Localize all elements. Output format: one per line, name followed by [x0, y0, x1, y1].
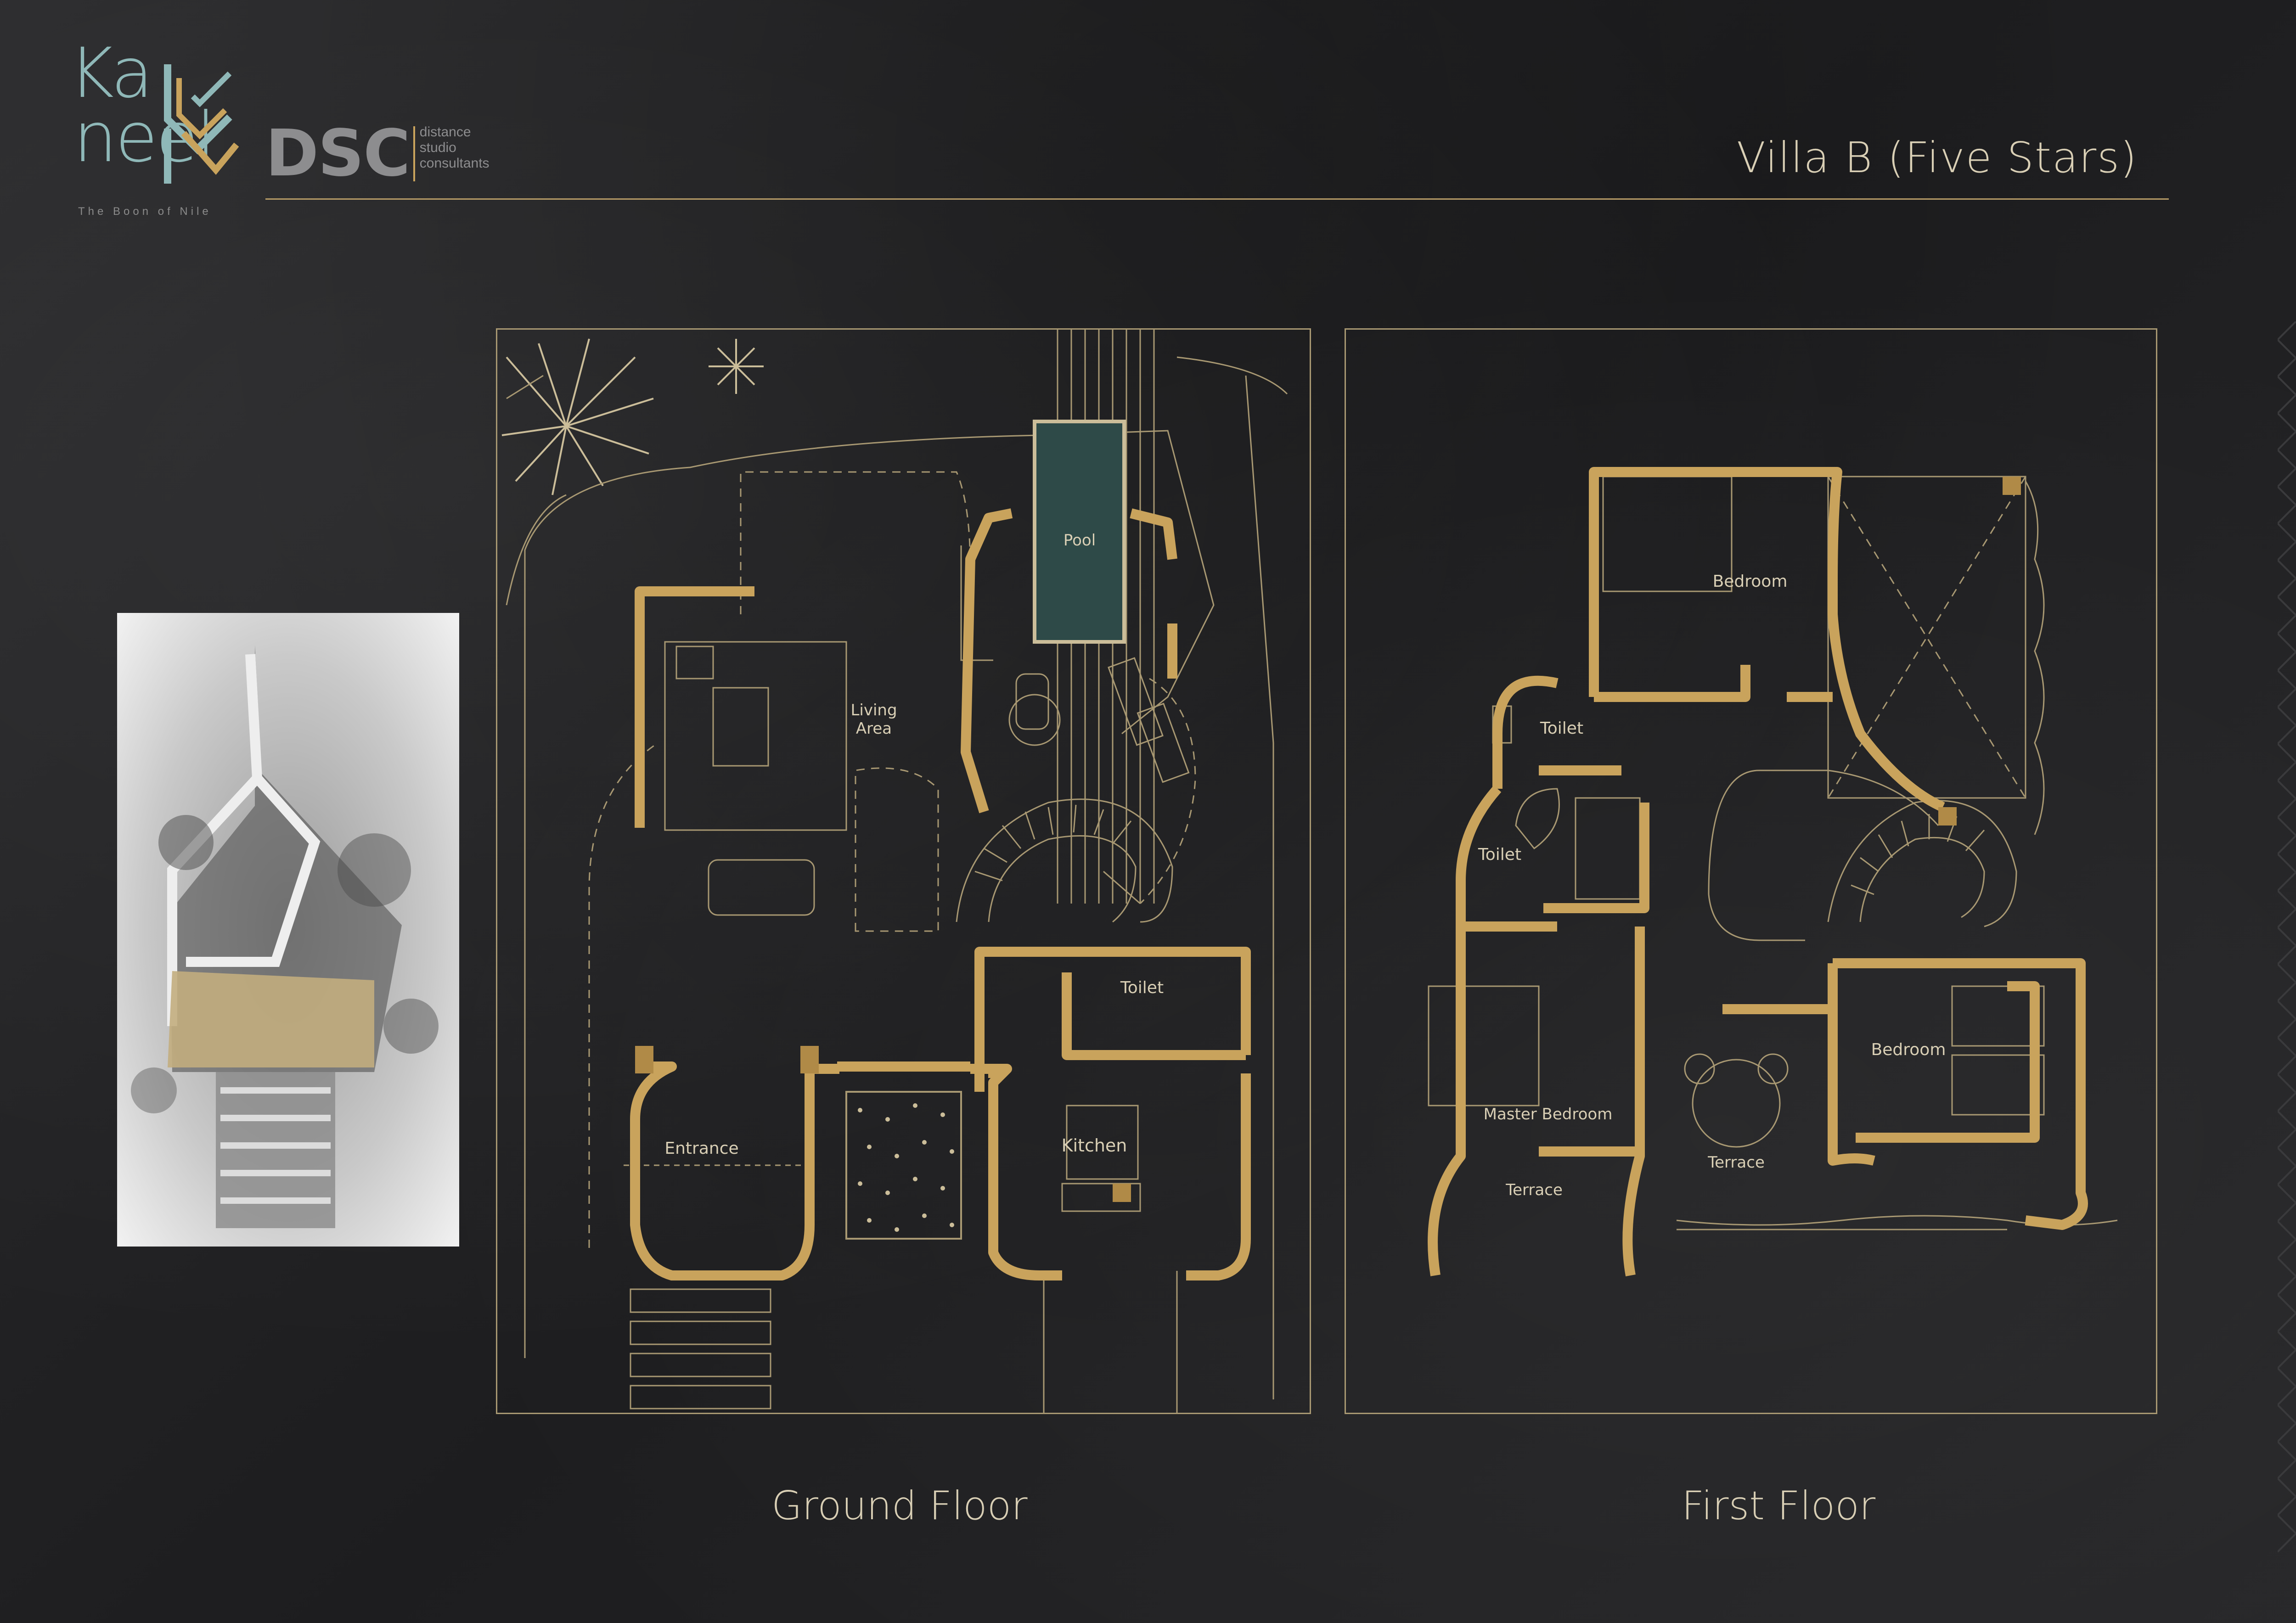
wall-toilet: [974, 947, 1251, 1092]
logo-dsc-sub2: studio: [419, 140, 456, 155]
page-title: Villa B (Five Stars): [1736, 133, 2138, 182]
label-toilet-1: Toilet: [1540, 719, 1583, 738]
garden-dots: [858, 1103, 954, 1232]
label-terrace-left: Terrace: [1505, 1181, 1563, 1199]
label-toilet-2: Toilet: [1478, 845, 1521, 864]
ground-floor-plan: Pool Living Area Toilet Entrance Kitchen: [496, 328, 1311, 1414]
staircase-ground: [956, 798, 1173, 923]
header-divider: [265, 198, 2169, 200]
first-floor-plan: Bedroom Toilet Toilet Master Bedroom Ter…: [1345, 328, 2157, 1414]
wall-front: [837, 1061, 1251, 1280]
logo-kaneel-tagline: The Boon of Nile: [78, 205, 212, 218]
site-plan-image: [117, 613, 459, 1247]
logo-dsc-sub3: consultants: [419, 156, 490, 171]
wall-master-bedroom: [1428, 921, 1645, 1276]
label-entrance: Entrance: [664, 1139, 738, 1158]
zigzag-edge-decoration: [2278, 321, 2296, 1553]
logo-kaneel-line1: Ka: [69, 34, 153, 113]
logo-dsc-divider: [413, 126, 415, 181]
wall-entrance: [630, 1061, 839, 1280]
kaneel-logo: Ka neel The Boon of Nile: [69, 34, 239, 223]
palm-tree-icon: [501, 338, 764, 495]
pool-basin: [1033, 420, 1126, 644]
label-terrace-right: Terrace: [1707, 1153, 1765, 1172]
logo-dsc-mark: DSC: [265, 116, 411, 191]
label-bedroom-top: Bedroom: [1713, 572, 1788, 591]
wall-bedroom-top-inner: [1594, 665, 1833, 702]
staircase-first: [1827, 800, 2017, 927]
logo-dsc-sub1: distance: [419, 124, 471, 140]
wall-toilet-1: [1492, 675, 1621, 789]
wall-bedroom-right: [1828, 958, 2088, 1230]
label-living-2: Area: [856, 719, 892, 738]
wall-bedroom-top: [1589, 467, 1945, 812]
label-pool: Pool: [1064, 531, 1096, 550]
wall-bedroom-right-inner: [1856, 981, 2040, 1143]
label-kitchen: Kitchen: [1062, 1135, 1127, 1156]
logo-kaneel-emblem-icon: [164, 64, 239, 184]
wall-toilet-2: [1456, 785, 1649, 927]
wall-toilet-inner: [1062, 972, 1246, 1060]
wall-terrace-left: [1622, 927, 1645, 1276]
ground-floor-label: Ground Floor: [771, 1483, 1028, 1529]
label-bedroom-right: Bedroom: [1871, 1040, 1946, 1059]
wall-living-west: [635, 586, 754, 828]
wall-pool-enclosure: [961, 508, 1177, 814]
label-living-1: Living: [850, 701, 897, 719]
first-floor-label: First Floor: [1682, 1483, 1876, 1529]
label-toilet: Toilet: [1120, 978, 1164, 997]
label-master-bedroom: Master Bedroom: [1484, 1105, 1613, 1123]
